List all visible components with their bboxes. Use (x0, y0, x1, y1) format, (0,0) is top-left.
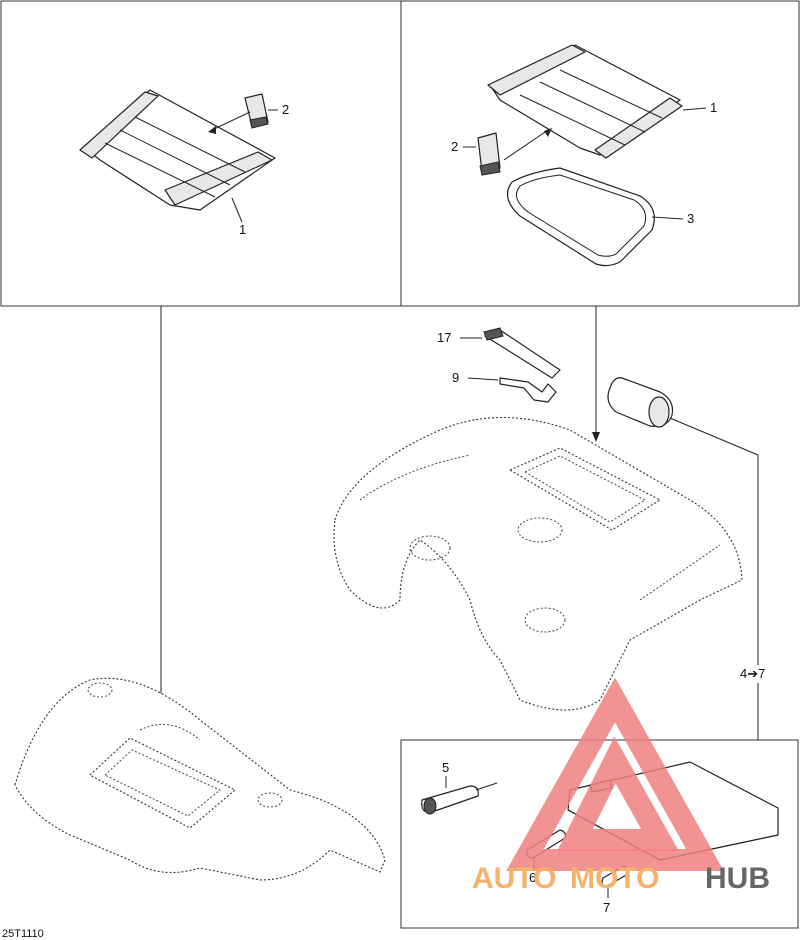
connector-rear-arrow (592, 432, 600, 442)
watermark-triangle-inner (557, 736, 679, 851)
wrench (499, 377, 557, 403)
front-rack-drawing (79, 89, 278, 223)
front-fender-light-left (87, 682, 113, 698)
callout-screwdriver: 5 (442, 760, 449, 775)
rear-fender-edge-left (359, 454, 471, 501)
rear-fender-cupholder-right (524, 607, 566, 633)
rear-rack-gasket-outer (506, 167, 655, 267)
watermark-text-hub: HUB (705, 862, 770, 895)
callout-tl-clip: 2 (282, 102, 289, 117)
top-panel-border (0, 0, 800, 307)
screwdriver-shaft (475, 782, 498, 791)
rear-fender-drawing (333, 416, 743, 711)
storage-bag-end (648, 396, 670, 428)
front-rack-slat-3 (104, 142, 216, 198)
strap-tab (483, 327, 504, 341)
callout-strap: 17 (437, 330, 451, 345)
front-fender-opening-inner (104, 749, 221, 817)
arrowhead-tl-clip (208, 126, 216, 134)
front-fender-opening (89, 737, 236, 829)
rear-fender-cupholder-left (409, 535, 451, 561)
leader-tr-gasket (651, 216, 684, 220)
front-fender-dash (139, 723, 201, 741)
leader-tr-clip-arrow (503, 129, 549, 161)
front-rack-left-rail (79, 91, 159, 159)
rear-rack-slat-2 (539, 81, 646, 133)
watermark-logo: AUTO MOTO HUB (472, 677, 770, 895)
connector-storage-bag (669, 417, 759, 665)
rear-rack-slat-1 (519, 94, 626, 146)
front-rack-clip-base (249, 116, 269, 129)
rear-rack-clip-base (479, 161, 501, 176)
rear-fender-edge-right (639, 544, 721, 601)
callout-fuse-6: 6 (529, 870, 536, 885)
diagram-code: 25T1110 (2, 928, 44, 940)
top-panels-frame (0, 0, 800, 307)
rear-fender-opening-inner (523, 455, 647, 523)
front-rack-slat-2 (134, 116, 246, 173)
rear-rack-right-rail (594, 97, 683, 159)
callout-fuse-7: 7 (603, 900, 610, 915)
callout-tl-rack: 1 (239, 222, 246, 237)
watermark-text-auto: AUTO (472, 862, 556, 895)
front-fender-light-right (257, 792, 283, 808)
callout-tr-clip: 2 (451, 139, 458, 154)
leader-tr-rack (682, 107, 707, 111)
rear-fender-recess (517, 517, 563, 543)
rear-rack-back-rail (487, 44, 586, 96)
watermark-text-moto: MOTO (570, 862, 659, 895)
front-rack-slat-1 (119, 129, 231, 186)
rear-rack-body (489, 44, 681, 156)
callout-wrench: 9 (452, 370, 459, 385)
front-rack-front-rail (164, 151, 273, 206)
rear-rack-slat-3 (559, 69, 663, 119)
callout-tr-rack: 1 (710, 100, 717, 115)
rear-rack-drawing (463, 44, 707, 267)
arrowhead-tr-clip (544, 128, 552, 137)
callout-range: 4➔7 (740, 666, 765, 681)
accessories-drawing (460, 327, 674, 428)
leader-tl-rack (231, 197, 243, 223)
watermark-triangle (506, 677, 724, 871)
leader-wrench (467, 377, 499, 381)
rear-fender-opening (509, 447, 661, 531)
front-fender-drawing (14, 677, 386, 881)
rear-rack-gasket-inner (515, 174, 647, 257)
leader-tl-clip-arrow (211, 111, 251, 131)
rear-rack-clip (477, 132, 501, 173)
screwdriver-cap (423, 797, 437, 815)
callout-tr-gasket: 3 (687, 211, 694, 226)
